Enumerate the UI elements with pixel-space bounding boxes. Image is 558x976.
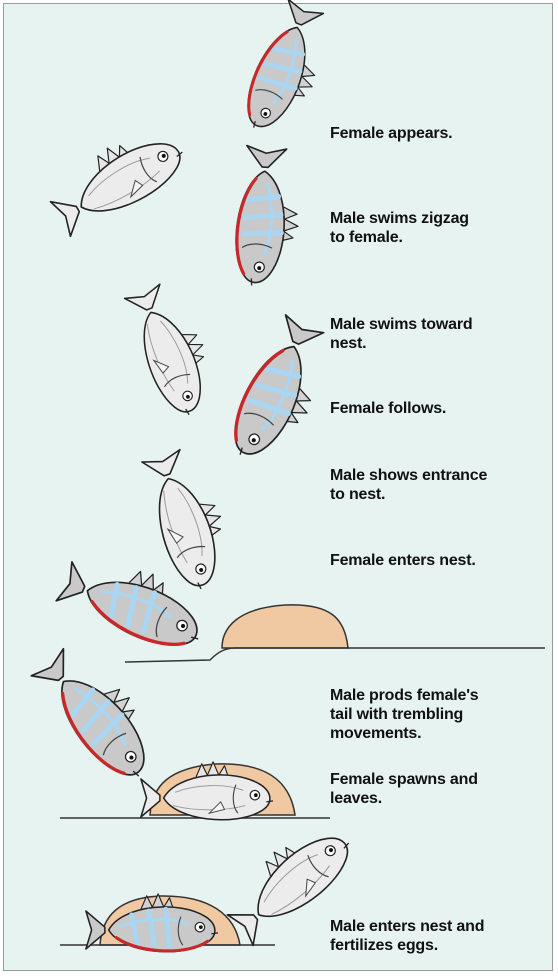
nest-1 bbox=[222, 605, 348, 648]
caption-male-fertilizes: Male enters nest and fertilizes eggs. bbox=[330, 917, 484, 955]
caption-female-follows: Female follows. bbox=[330, 399, 446, 418]
caption-female-enters: Female enters nest. bbox=[330, 551, 476, 570]
caption-male-shows-entrance: Male shows entrance to nest. bbox=[330, 466, 487, 504]
caption-male-toward-nest: Male swims toward nest. bbox=[330, 315, 472, 353]
caption-female-spawns: Female spawns and leaves. bbox=[330, 770, 478, 808]
caption-female-appears: Female appears. bbox=[330, 124, 452, 143]
caption-male-prods: Male prods female's tail with trembling … bbox=[330, 686, 479, 743]
male-fish-5 bbox=[29, 637, 172, 790]
female-fish-3 bbox=[139, 444, 240, 595]
caption-male-zigzag: Male swims zigzag to female. bbox=[330, 209, 469, 247]
male-fish-2 bbox=[232, 145, 305, 289]
female-fish-1 bbox=[41, 117, 192, 239]
female-fish-2 bbox=[122, 278, 225, 422]
male-fish-3 bbox=[221, 314, 341, 473]
male-fish-1 bbox=[236, 0, 339, 142]
